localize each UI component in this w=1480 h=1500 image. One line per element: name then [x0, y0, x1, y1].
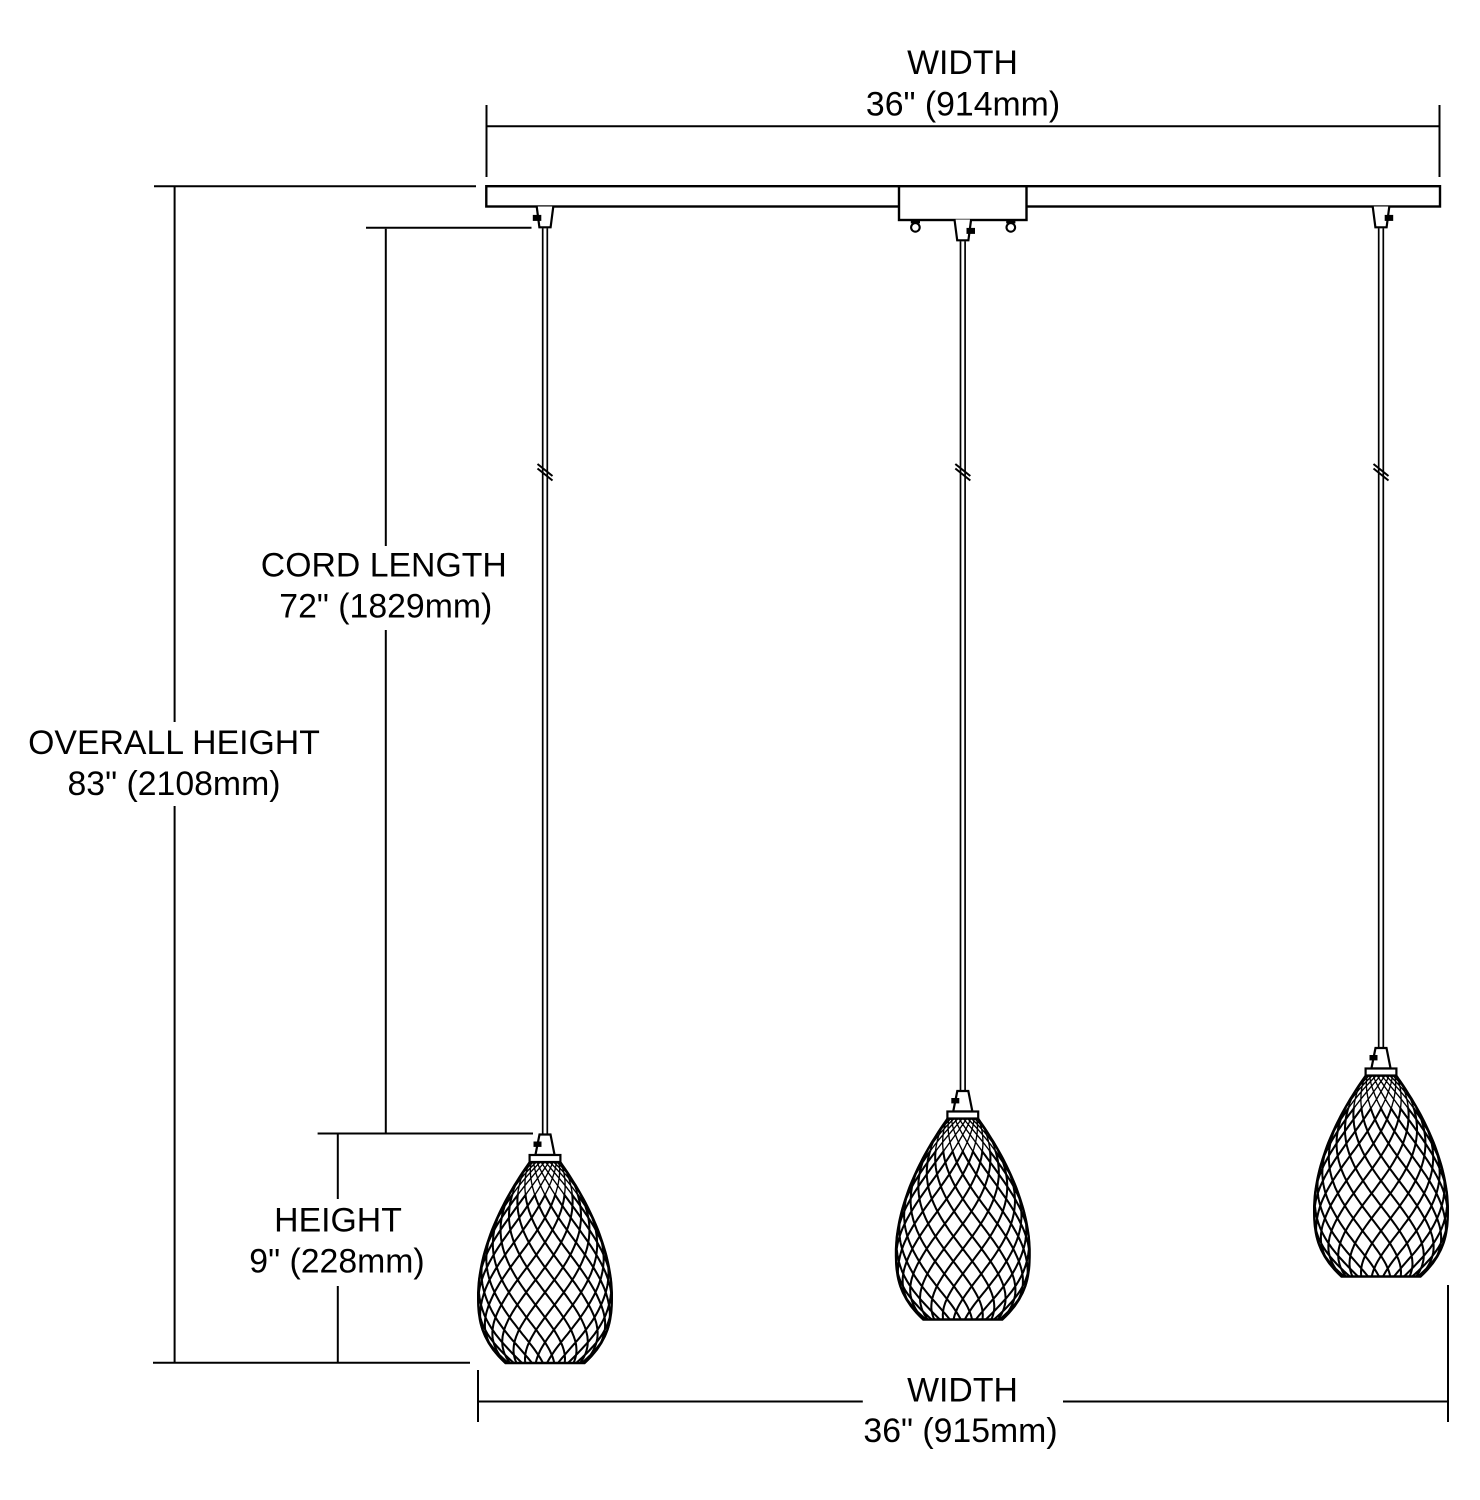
svg-text:9" (228mm): 9" (228mm) — [249, 1243, 424, 1281]
svg-text:CORD LENGTH: CORD LENGTH — [261, 547, 507, 585]
svg-text:72" (1829mm): 72" (1829mm) — [279, 588, 492, 626]
svg-text:36" (914mm): 36" (914mm) — [866, 85, 1060, 123]
svg-text:83" (2108mm): 83" (2108mm) — [68, 765, 281, 803]
svg-text:HEIGHT: HEIGHT — [274, 1202, 402, 1240]
svg-text:36" (915mm): 36" (915mm) — [863, 1412, 1057, 1450]
svg-text:OVERALL HEIGHT: OVERALL HEIGHT — [28, 724, 320, 762]
svg-text:WIDTH: WIDTH — [907, 44, 1018, 82]
svg-text:WIDTH: WIDTH — [907, 1371, 1018, 1409]
